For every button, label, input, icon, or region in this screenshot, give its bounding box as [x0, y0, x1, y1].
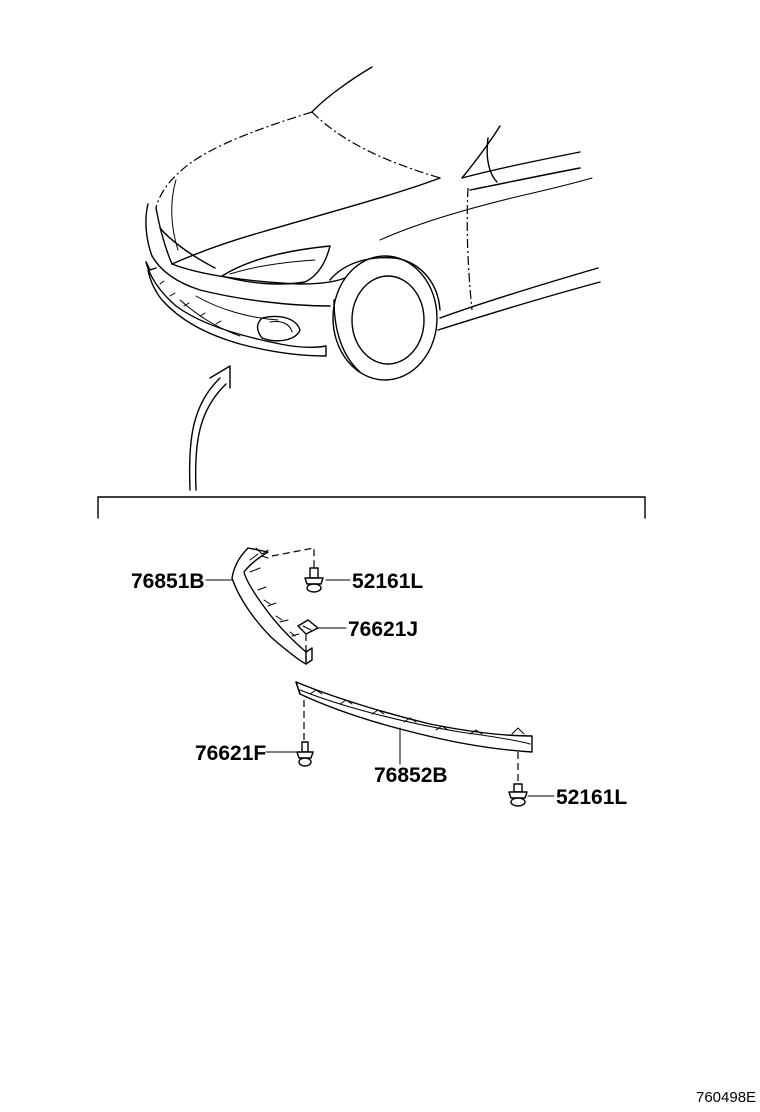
label-76852B: 76852B	[374, 764, 448, 787]
group-bracket	[97, 496, 646, 519]
clip-76621F	[296, 741, 314, 767]
car-front-illustration	[145, 66, 601, 381]
clip-52161L-top	[304, 567, 324, 593]
clip-76621J	[297, 619, 319, 635]
label-76621J: 76621J	[348, 618, 418, 641]
label-76621F: 76621F	[195, 742, 266, 765]
spoiler-upper-part	[231, 547, 313, 665]
dashed-leader-top	[271, 547, 315, 570]
clip-52161L-bottom	[508, 783, 528, 807]
leader-lines	[205, 579, 555, 797]
figure-code: 760498E	[696, 1089, 756, 1106]
label-76851B: 76851B	[131, 570, 205, 593]
pointer-arrow	[188, 365, 231, 491]
label-52161L-top: 52161L	[352, 570, 423, 593]
label-52161L-bottom: 52161L	[556, 786, 627, 809]
spoiler-lower-part	[295, 681, 533, 753]
